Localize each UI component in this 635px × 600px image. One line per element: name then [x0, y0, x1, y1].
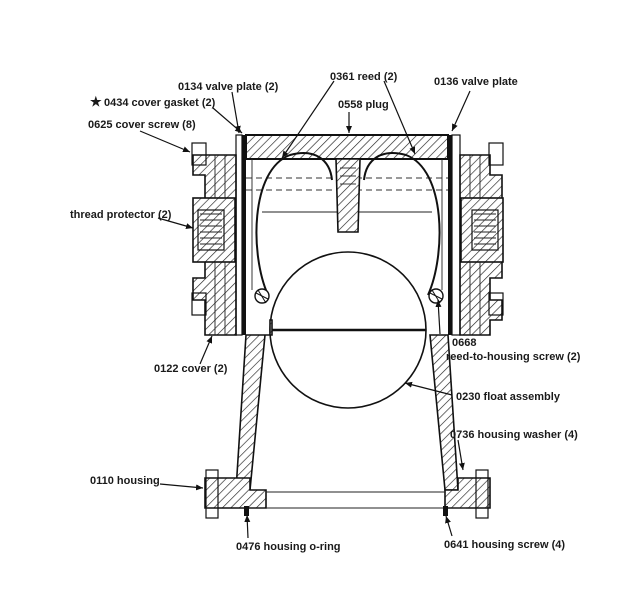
left-cover-assembly: [191, 134, 246, 336]
label-screw-668-text: reed-to-housing screw (2): [446, 351, 581, 363]
reed-right: [363, 152, 441, 296]
right-cover-assembly: [448, 134, 504, 336]
top-cover-plate: [245, 134, 449, 160]
label-cover-gasket-434: 0434 cover gasket (2): [104, 97, 216, 109]
label-screw-641: 0641 housing screw (4): [444, 539, 565, 551]
label-washer-736: 0736 housing washer (4): [450, 429, 578, 441]
leader-lines: [139, 80, 471, 539]
reed-screw-left: [254, 288, 270, 304]
star-icon: ★: [90, 94, 102, 109]
label-thread-protector: thread protector (2): [70, 209, 172, 221]
label-cover-screw-625: 0625 cover screw (8): [88, 119, 196, 131]
label-reed-361: 0361 reed (2): [330, 71, 398, 83]
label-valve-plate-136: 0136 valve plate: [434, 76, 518, 88]
plug: [335, 158, 361, 233]
label-screw-668-number: 0668: [452, 337, 476, 349]
reed-left: [255, 152, 333, 296]
label-housing-110: 0110 housing: [90, 475, 160, 487]
label-float-230: 0230 float assembly: [456, 391, 561, 403]
labels: 0134 valve plate (2) 0361 reed (2) 0136 …: [70, 71, 581, 553]
reed-screw-right: [428, 288, 444, 304]
label-plug-558: 0558 plug: [338, 99, 389, 111]
label-oring-476: 0476 housing o-ring: [236, 541, 341, 553]
label-valve-plate-134: 0134 valve plate (2): [178, 81, 279, 93]
float-sphere: [269, 251, 427, 409]
housing-body: [204, 319, 491, 519]
label-cover-122: 0122 cover (2): [154, 363, 228, 375]
